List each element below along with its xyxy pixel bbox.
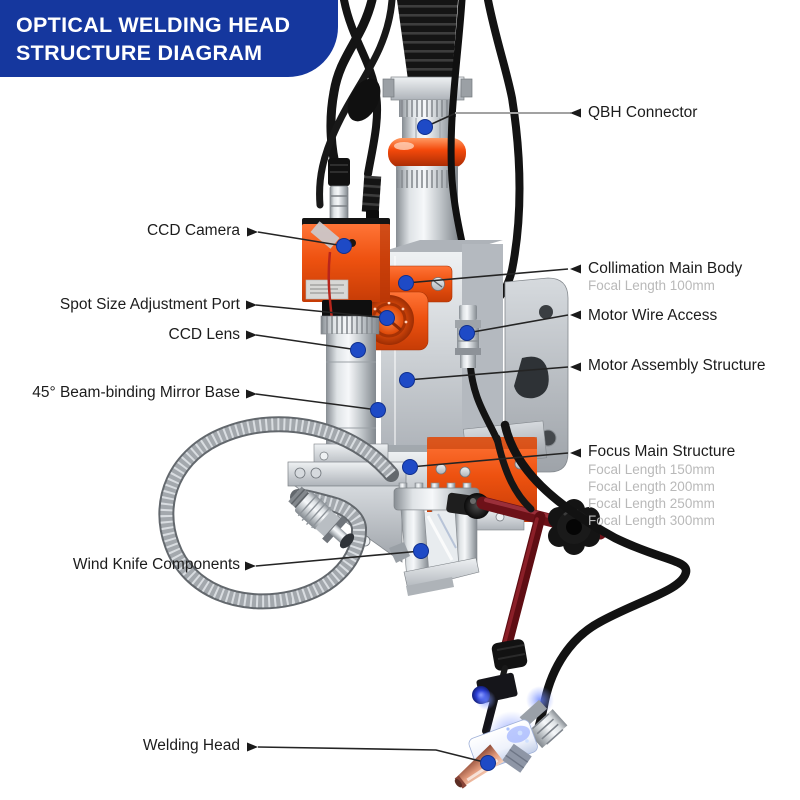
callout-sublabels-focus: Focal Length 150mm Focal Length 200mm Fo… bbox=[588, 461, 715, 529]
callout-label-collimation: Collimation Main Body bbox=[588, 260, 743, 277]
wind-knife-part bbox=[389, 482, 480, 596]
focal-length-100: Focal Length 100mm bbox=[588, 278, 715, 293]
dot-wind-knife bbox=[413, 543, 429, 559]
callout-label-motor-wire: Motor Wire Access bbox=[588, 307, 718, 324]
page-title-line2: STRUCTURE DIAGRAM bbox=[16, 41, 263, 65]
arrow-motor-wire bbox=[570, 310, 581, 320]
dot-ccd-camera bbox=[336, 238, 352, 254]
callout-line-focus bbox=[409, 452, 569, 468]
callout-arrowheads bbox=[245, 108, 581, 752]
welding-head-part bbox=[454, 686, 568, 789]
title-banner: OPTICAL WELDING HEAD STRUCTURE DIAGRAM bbox=[0, 0, 338, 77]
focal-length-250: Focal Length 250mm bbox=[588, 496, 715, 511]
dot-welding-head bbox=[480, 755, 496, 771]
callout-line-collimation bbox=[405, 268, 569, 284]
callout-label-welding-head: Welding Head bbox=[142, 737, 240, 754]
arrow-motor-assembly bbox=[570, 362, 581, 372]
callout-lines bbox=[255, 112, 571, 764]
callout-line-ccd-lens bbox=[255, 334, 359, 351]
right-cables bbox=[447, 0, 524, 316]
page-title-line1: OPTICAL WELDING HEAD bbox=[16, 13, 291, 37]
callout-label-spot-size: Spot Size Adjustment Port bbox=[59, 296, 240, 313]
qbh-connector-part bbox=[382, 0, 473, 252]
callout-line-welding-head bbox=[257, 746, 489, 764]
arrow-ccd-camera bbox=[247, 227, 258, 237]
callout-line-wind-knife bbox=[255, 550, 422, 567]
dot-qbh bbox=[417, 119, 433, 135]
callout-line-mirror-base bbox=[255, 393, 379, 411]
callout-line-ccd-camera bbox=[257, 231, 345, 247]
arrow-mirror-base bbox=[246, 389, 257, 399]
arrow-spot-size bbox=[246, 300, 257, 310]
arrow-ccd-lens bbox=[246, 330, 257, 340]
dot-motor-wire bbox=[459, 325, 475, 341]
callout-sublabels-collimation: Focal Length 100mm bbox=[588, 277, 715, 294]
arrow-collimation bbox=[570, 264, 581, 274]
arrow-focus bbox=[570, 448, 581, 458]
callout-line-spot-size bbox=[255, 304, 388, 319]
arrow-wind-knife bbox=[245, 561, 256, 571]
arrow-qbh bbox=[570, 108, 581, 118]
dot-mirror-base bbox=[370, 402, 386, 418]
callout-line-motor-assembly bbox=[406, 366, 569, 381]
arrow-welding-head bbox=[247, 742, 258, 752]
dot-motor-assembly bbox=[399, 372, 415, 388]
callout-label-qbh: QBH Connector bbox=[588, 104, 698, 121]
callout-label-ccd-camera: CCD Camera bbox=[146, 222, 240, 239]
dot-focus bbox=[402, 459, 418, 475]
dot-collimation bbox=[398, 275, 414, 291]
focal-length-300: Focal Length 300mm bbox=[588, 513, 715, 528]
wind-knife-conduit bbox=[158, 416, 399, 610]
focal-length-150: Focal Length 150mm bbox=[588, 462, 715, 477]
callout-label-ccd-lens: CCD Lens bbox=[168, 326, 241, 343]
callout-label-mirror-base: 45° Beam-binding Mirror Base bbox=[32, 384, 240, 401]
callout-label-wind-knife: Wind Knife Components bbox=[72, 556, 240, 573]
callout-dots bbox=[336, 119, 496, 771]
callout-label-focus: Focus Main Structure bbox=[588, 443, 736, 460]
dot-ccd-lens bbox=[350, 342, 366, 358]
callout-label-motor-assembly: Motor Assembly Structure bbox=[588, 357, 766, 374]
dot-spot-size bbox=[379, 310, 395, 326]
top-cables bbox=[316, 0, 396, 228]
callout-line-motor-wire bbox=[466, 314, 569, 334]
focal-length-200: Focal Length 200mm bbox=[588, 479, 715, 494]
